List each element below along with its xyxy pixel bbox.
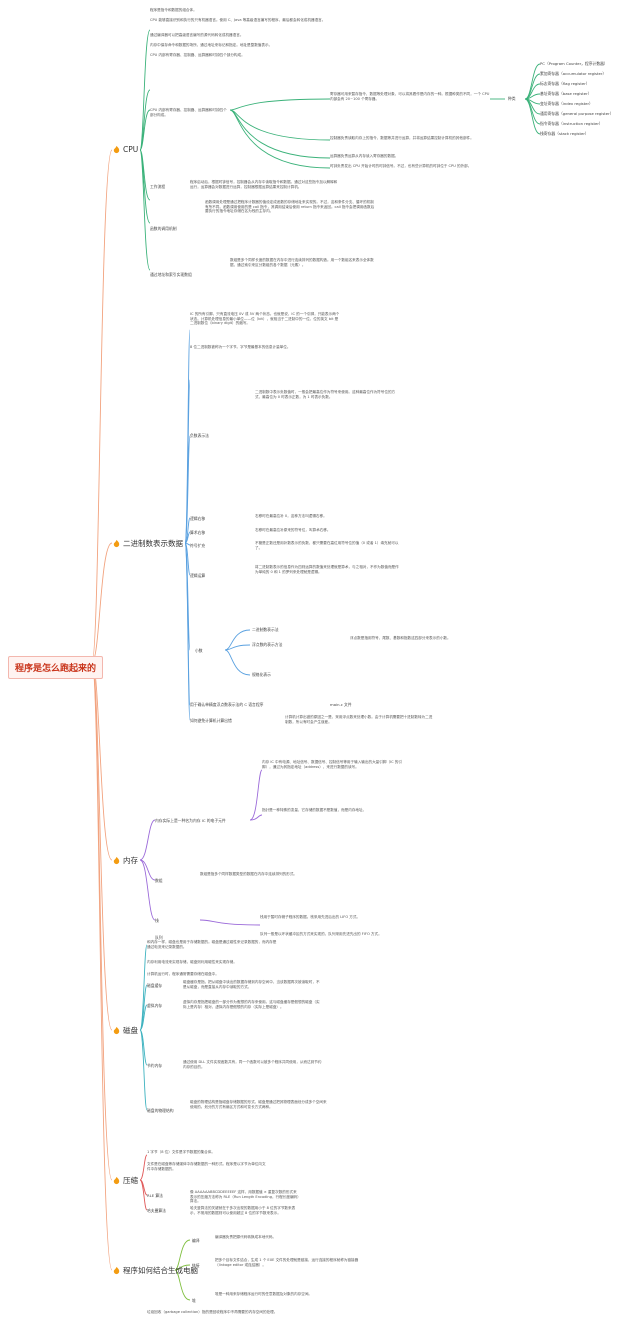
array-label: 数组: [155, 878, 163, 883]
heap-text: 堆是一种用来存储程序运行时的任意数据及对象的内存空间。: [215, 1292, 313, 1296]
int-label: 如何避免计算机计算出错: [190, 718, 232, 723]
c-func-note: main.c 文件: [330, 702, 352, 707]
register-type: 栈寄存器（stack register）: [540, 131, 589, 136]
register-types-label: 种类: [508, 96, 516, 101]
flame-icon: [113, 145, 120, 154]
register-type: 累加寄存器（accumulator register）: [540, 71, 607, 76]
queue-text: 队列一般是以环状缓冲区的方式来实现的，队列采用先进先出的 FIFO 方式。: [260, 932, 382, 936]
virtual-memory-label: 虚拟内存: [147, 1003, 163, 1008]
logical-shift-text: 右移时在最高位补 0，这种方法叫逻辑右移。: [255, 514, 327, 518]
arith-shift-label: 算术右移: [190, 530, 206, 535]
dll-text: 通过使用 DLL 文件实现函数共有，同一个函数可以被多个程序共同使用，从而达到节…: [183, 1060, 322, 1069]
register-type: 标志寄存器（flag register）: [540, 81, 590, 86]
c-func-label: 用于确认单精度浮点数表示法的 C 语言程序: [190, 702, 264, 707]
logic-label: 逻辑运算: [190, 573, 206, 578]
signed-label: 负数表示法: [190, 433, 209, 438]
disk-cache-text: 磁盘缓存是指，把从磁盘中读出的数据存储到内存空间中，当该数据再次被读取时，不是从…: [183, 980, 320, 989]
branch-label: 程序如何结合生成电脑: [123, 1266, 198, 1275]
register-type: PC（Program Counter，程序计数器）: [540, 61, 608, 66]
register-type: 指令寄存器（instruction register）: [540, 121, 603, 126]
stack-text: 栈用于暂时存储子程序的数据。栈采用先进后出的 LIFO 方式。: [260, 915, 361, 919]
signed-text: 二进制数中表示负数值时，一般会把最高位作为符号来使用。这种最高位作为符号位的方式…: [255, 390, 396, 399]
branch-label: CPU: [123, 145, 139, 154]
float-label: 小数: [195, 648, 203, 653]
register-intro: 寄存器可用来暂存指令、数据等处理对象，可以将其看作是内存的一种。根据种类的不同，…: [330, 92, 490, 101]
float-type: 规格化表示: [252, 672, 271, 677]
cpu-note: CPU 内部有寄存器、控制器、运算器和时钟四个部分构成。: [150, 53, 245, 57]
branch-disk[interactable]: 磁盘: [112, 1025, 138, 1036]
root-topic[interactable]: 程序是怎么跑起来的: [8, 656, 104, 679]
array-text: 数组是指多个同样数据类型的数据在内存中连续排列的形式。: [200, 872, 298, 876]
virtual-memory-text: 虚拟内存是指把磁盘的一部分作为假想的内存来使用。这与磁盘缓存是假想的磁盘（实际上…: [183, 1000, 320, 1009]
link-label: 链接: [192, 1263, 200, 1268]
controller-note: 控制器负责读取内存上的指令、数据等并进行运算，并将运算结果控制计算机的其他部件。: [330, 136, 474, 140]
disk-structure-label: 磁盘的物理结构: [147, 1108, 174, 1113]
branch-label: 内存: [123, 856, 138, 865]
flame-icon: [113, 1266, 120, 1275]
register-type: 通用寄存器（general purpose register）: [540, 111, 614, 116]
register-type: 变址寄存器（index register）: [540, 101, 593, 106]
register-type: 基址寄存器（base register）: [540, 91, 592, 96]
disk-note: 计算机运行时，程序通常需要存储在磁盘中。: [147, 972, 219, 976]
compress-note: 文件是在磁盘等存储媒体中存储数据的一种形式。程序是以字节为单位向文件中存储数据的…: [147, 1162, 266, 1171]
work-flow-text: 程序启动后，根据时钟信号，控制器会从内存中读取指令和数据。通过对这些指令加以解释…: [190, 180, 338, 189]
cpu-note: 通过编译器可以把高级语言编写的源代码转化成机器语言。: [150, 33, 244, 37]
branch-memory[interactable]: 内存: [112, 855, 138, 866]
func-text: 函数调用处理是通过把程序计数器的值设定成函数的存储地址来实现的。不过，这和条件分…: [205, 200, 375, 214]
rle-text: 像 AAAAAABBCDDEEEEEF 这样，用数据值 × 重复次数的形式来表示…: [190, 1190, 299, 1204]
int-text: 计算机计算出错的原因之一是，采用浮点数来处理小数。由于计算机需要把十进制数转为二…: [285, 715, 433, 724]
branch-cpu[interactable]: CPU: [112, 145, 138, 154]
pointer-text: 指针是一种特殊的变量，它存储的数据不是数值，而是内存地址。: [262, 808, 367, 812]
cpu-note: 程序是指令和数据的组合体。: [150, 8, 197, 12]
memory-ic-text: 内存 IC 中有电源、地址信号、数据信号、控制信号等用于输入输出的大量引脚（IC…: [262, 760, 402, 769]
branch-build[interactable]: 程序如何结合生成电脑: [112, 1265, 198, 1276]
array-text: 数组是多个同样长度的数据在内存中进行连续排列的数据构造。用一个数组名来表示全体数…: [230, 258, 374, 267]
stack-label: 栈: [155, 918, 159, 923]
binary-intro: IC 的所有引脚，只有直流电压 0V 或 5V 两个状态。也就是说，IC 的一个…: [190, 312, 340, 326]
float-text: 浮点数是指用符号、尾数、基数和指数这四部分来表示的小数。: [350, 636, 451, 640]
branch-label: 磁盘: [123, 1026, 138, 1035]
huffman-text: 哈夫曼算法的关键就在于多次出现的数据用小于 8 位的字节数来表示，不常用的数据则…: [190, 1206, 296, 1215]
array-label: 通过地址和索引实现数组: [150, 272, 192, 277]
queue-label: 队列: [155, 935, 163, 940]
disk-structure-text: 磁盘的物理结构是指磁盘存储数据的形式。磁盘是通过把其物理表面划分成多个空间来使用…: [190, 1100, 327, 1109]
compile-text: 编译器负责把源代码转换成本地代码。: [215, 1235, 277, 1239]
gc-text: 垃圾回收（garbage collection）指的是回收程序中不再需要的内存空…: [147, 1310, 278, 1314]
cpu-note: CPU 能够直接识别和执行的只有机器语言。使用 C、Java 等高级语言编写的程…: [150, 18, 326, 22]
float-type: 浮点数的表示方法: [252, 642, 283, 647]
disk-cache-label: 磁盘缓存: [147, 983, 163, 988]
compile-label: 编译: [192, 1238, 200, 1243]
dll-label: 节约内存: [147, 1063, 163, 1068]
float-type: 二进制数表示法: [252, 627, 279, 632]
branch-binary[interactable]: 二进制数表示数据: [112, 538, 183, 549]
memory-ic-label: 内存实际上是一种名为内存 IC 的电子元件: [155, 818, 226, 823]
binary-byte: 8 位二进制数被称为一个字节。字节是最基本的信息计量单位。: [190, 345, 291, 349]
branch-label: 二进制数表示数据: [123, 539, 183, 548]
flame-icon: [113, 1176, 120, 1185]
arith-shift-text: 右移时在最高位补原来的符号位，叫算术右移。: [255, 528, 331, 532]
disk-note: 内存利用电流来实现存储，磁盘则利用磁性来实现存储。: [147, 960, 237, 964]
compress-note: 1 字节（8 位）文件是字节数据的集合体。: [147, 1150, 215, 1154]
huffman-label: 哈夫曼算法: [147, 1208, 166, 1213]
logical-shift-label: 逻辑右移: [190, 516, 206, 521]
flame-icon: [113, 539, 120, 548]
func-label: 函数的调用机制: [150, 226, 177, 231]
sign-ext-label: 符号扩充: [190, 543, 206, 548]
branch-label: 压缩: [123, 1176, 138, 1185]
clock-note: 时钟负责发出 CPU 开始计时的时钟信号。不过，也有些计算机的时钟位于 CPU …: [330, 164, 472, 168]
work-flow-label: 工作流程: [150, 184, 166, 189]
heap-label: 堆: [192, 1298, 196, 1303]
disk-note: 和内存一样，磁盘也是用于存储数据的。磁盘是通过磁性来记录数据的，而内存是通过电流…: [147, 940, 277, 949]
cpu-components: CPU 内部有寄存器、控制器、运算器和时钟四个部分构成。: [150, 108, 227, 117]
cpu-note: 内存中保存命令和数据的场所，通过地址来标记和指定。地址是整数值表示。: [150, 43, 273, 47]
rle-label: RLE 算法: [147, 1193, 163, 1198]
link-text: 把多个目标文件结合，生成 1 个 EXE 文件的处理就是链接，运行连接的程序就称…: [215, 1258, 359, 1267]
flame-icon: [113, 856, 120, 865]
flame-icon: [113, 1026, 120, 1035]
branch-compress[interactable]: 压缩: [112, 1175, 138, 1186]
sign-ext-text: 不管是正数还是用补数表示的负数，都只需要在高位用符号位的值（0 或者 1）填充就…: [255, 541, 399, 550]
logic-text: 将二进制数表示的信息作为四则运算的数值来处理就是算术，与之相对，不作为数值而是作…: [255, 565, 399, 574]
alu-note: 运算器负责运算从内存读入寄存器的数据。: [330, 154, 399, 158]
